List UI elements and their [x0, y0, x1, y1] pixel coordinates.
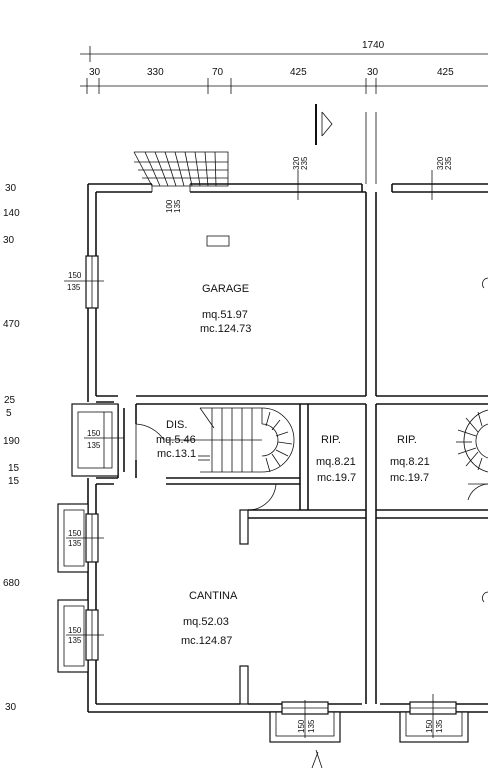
garage-door-2-h: 235 [444, 156, 453, 170]
segment-label-5: 30 [367, 67, 379, 78]
segment-label-4: 425 [290, 67, 307, 78]
rip-room-right: RIP. mq.8.21 mc.19.7 [390, 434, 430, 484]
internal-stair-right [456, 409, 488, 501]
garage-fixture [206, 235, 230, 247]
left-dim-8: 15 [8, 463, 20, 474]
garage-window-w: 150 [68, 271, 82, 280]
party-wall [361, 112, 393, 704]
clipped-letter [482, 277, 488, 289]
dis-window-w: 150 [87, 429, 101, 438]
left-dim-4: 470 [3, 319, 20, 330]
middle-walls [96, 395, 488, 705]
rip-right-label: RIP. [397, 434, 417, 446]
stair-top-w: 100 [165, 199, 174, 213]
rip-right-volume: mc.19.7 [390, 472, 429, 484]
left-dimension-labels: 30 140 30 470 25 5 190 15 15 680 30 [3, 183, 20, 713]
left-dim-10: 680 [3, 578, 20, 589]
cantina-label: CANTINA [189, 590, 238, 602]
garage-door-1-w: 320 [292, 156, 301, 170]
segment-label-1: 30 [89, 67, 101, 78]
garage-door-2-w: 320 [436, 156, 445, 170]
rip-right-area: mq.8.21 [390, 456, 430, 468]
bottom-window-2-h: 135 [435, 719, 444, 733]
garage-window: 150 135 [64, 255, 104, 309]
right-unit-partial [482, 277, 488, 603]
door-swings [135, 423, 277, 511]
rip-left-label: RIP. [321, 434, 341, 446]
exterior-walls [87, 183, 488, 713]
internal-stair [166, 407, 295, 473]
left-dim-5: 25 [4, 395, 16, 406]
rip-left-area: mq.8.21 [316, 456, 356, 468]
dis-volume: mc.13.1 [157, 448, 196, 460]
left-dim-6: 5 [6, 408, 12, 419]
overall-width-label: 1740 [362, 40, 385, 51]
left-dim-1: 30 [5, 183, 17, 194]
garage-room: GARAGE mq.51.97 mc.124.73 [200, 235, 251, 335]
bottom-window-2-w: 150 [425, 719, 434, 733]
left-dim-3: 30 [3, 235, 15, 246]
garage-label: GARAGE [202, 283, 249, 295]
bottom-window-2: 150 135 [399, 694, 469, 743]
cantina-area: mq.52.03 [183, 616, 229, 628]
cantina-window-1-h: 135 [68, 539, 82, 548]
rip-left-volume: mc.19.7 [317, 472, 356, 484]
segment-label-2: 330 [147, 67, 164, 78]
garage-area: mq.51.97 [202, 309, 248, 321]
cantina-volume: mc.124.87 [181, 635, 232, 647]
dis-window: 150 135 [71, 403, 124, 477]
dis-room: DIS. mq.5.46 mc.13.1 [156, 419, 196, 460]
dis-area: mq.5.46 [156, 434, 196, 446]
bottom-window-1-h: 135 [307, 719, 316, 733]
rip-room-left: RIP. mq.8.21 mc.19.7 [316, 434, 356, 484]
dis-window-h: 135 [87, 441, 101, 450]
bottom-window-1-w: 150 [297, 719, 306, 733]
cantina-window-1: 150 135 [57, 503, 104, 573]
cantina-window-1-w: 150 [68, 529, 82, 538]
garage-door-marks: 320 235 320 235 [292, 156, 453, 200]
left-dim-9: 15 [8, 476, 20, 487]
garage-door-1-h: 235 [300, 156, 309, 170]
bottom-arrow-icon [311, 749, 323, 768]
segment-label-6: 425 [437, 67, 454, 78]
garage-window-h: 135 [67, 283, 81, 292]
stair-top-h: 135 [173, 199, 182, 213]
left-dim-2: 140 [3, 208, 20, 219]
cantina-window-2-h: 135 [68, 636, 82, 645]
cantina-window-2: 150 135 [57, 599, 104, 673]
garage-volume: mc.124.73 [200, 323, 251, 335]
segment-label-3: 70 [212, 67, 224, 78]
left-dim-7: 190 [3, 436, 20, 447]
cantina-room: CANTINA mq.52.03 mc.124.87 [181, 590, 238, 647]
top-dimension-lines: 1740 30 330 70 425 30 425 [80, 40, 488, 94]
clipped-letter-2 [482, 591, 488, 603]
left-dim-11: 30 [5, 702, 17, 713]
cantina-window-2-w: 150 [68, 626, 82, 635]
north-arrow-icon [315, 104, 333, 145]
dis-label: DIS. [166, 419, 187, 431]
bottom-window-1: 150 135 [269, 700, 341, 743]
external-stair: 100 135 [133, 151, 229, 213]
